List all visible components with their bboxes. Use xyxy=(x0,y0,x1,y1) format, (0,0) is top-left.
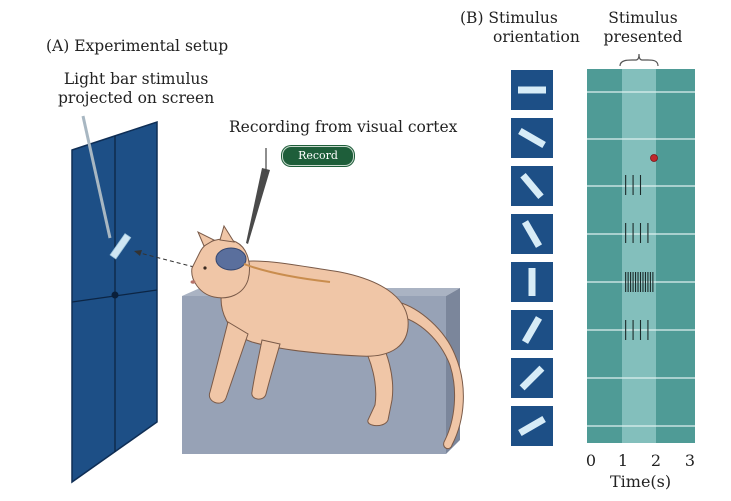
orientation-box xyxy=(511,70,553,110)
x-tick-3: 3 xyxy=(684,451,696,470)
orientation-box xyxy=(511,358,553,398)
projection-screen xyxy=(71,120,158,484)
stimulus-label-line1: Light bar stimulus xyxy=(63,70,209,88)
cat-eye xyxy=(203,266,207,270)
orientation-bar xyxy=(518,415,546,437)
recording-electrode xyxy=(246,168,270,244)
orientation-box xyxy=(511,406,553,446)
orientation-bar xyxy=(528,268,536,296)
panel-a-title: (A) Experimental setup xyxy=(46,37,229,55)
x-tick-0: 0 xyxy=(585,451,597,470)
stimulus-pointer-line xyxy=(81,115,112,239)
stimulus-window-band xyxy=(622,69,656,443)
x-tick-1: 1 xyxy=(617,451,629,470)
x-axis-label: Time(s) xyxy=(610,472,672,491)
orientation-bar xyxy=(519,365,545,391)
stimulus-label-line2: projected on screen xyxy=(58,89,215,107)
orientation-bar xyxy=(521,220,543,248)
orientation-bar xyxy=(520,173,544,199)
orientation-heading: (B) Stimulus orientation xyxy=(460,9,580,47)
gaze-line xyxy=(135,251,199,269)
orientation-bar xyxy=(521,316,543,344)
orientation-bar xyxy=(518,127,546,149)
orientation-box xyxy=(511,166,553,206)
gaze-arrowhead xyxy=(134,250,142,256)
presented-heading: Stimulus presented xyxy=(588,9,698,47)
orientation-box xyxy=(511,118,553,158)
cat-brain xyxy=(215,247,247,271)
recording-label: Recording from visual cortex xyxy=(229,118,458,136)
orientation-column xyxy=(511,70,553,446)
spike-raster xyxy=(587,69,695,443)
orientation-box xyxy=(511,310,553,350)
cat-nose xyxy=(190,280,196,284)
orientation-bar xyxy=(518,86,546,94)
optic-pathway xyxy=(243,263,331,283)
presented-heading-line1: Stimulus xyxy=(608,9,678,27)
light-bar-stimulus xyxy=(109,233,132,260)
x-tick-2: 2 xyxy=(650,451,662,470)
orientation-box xyxy=(511,262,553,302)
orientation-heading-line2: orientation xyxy=(493,28,580,46)
recording-marker-dot xyxy=(650,154,658,162)
stimulus-window-brace xyxy=(619,53,659,67)
record-badge: Record xyxy=(282,146,354,166)
presented-heading-line2: presented xyxy=(603,28,683,46)
stimulus-label: Light bar stimulus projected on screen xyxy=(58,70,214,108)
orientation-box xyxy=(511,214,553,254)
orientation-heading-line1: (B) Stimulus xyxy=(460,9,558,27)
